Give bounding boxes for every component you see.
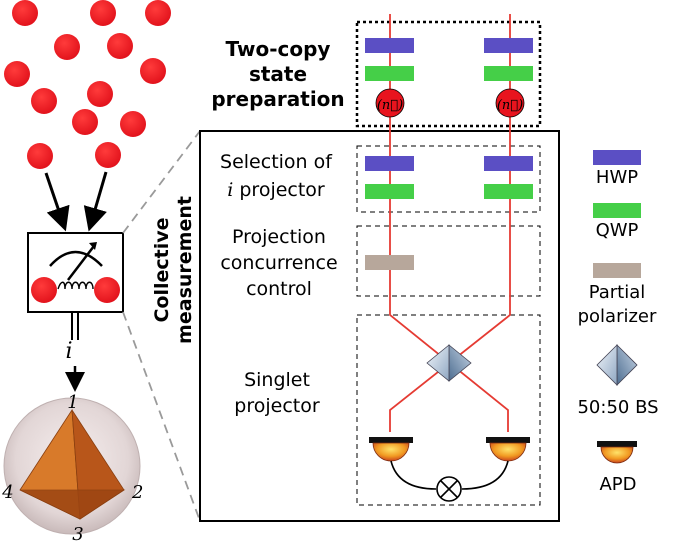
singlet-box: [356, 314, 541, 506]
photon: [140, 58, 166, 84]
source-label-right: (n⃗): [497, 98, 523, 113]
legend-label-bs: 50:50 BS: [577, 397, 658, 418]
collective-measurement-label: Collective measurement: [151, 196, 196, 344]
svg-text:Two-copy: Two-copy: [226, 37, 331, 61]
photon: [95, 142, 121, 168]
photon: [31, 277, 57, 303]
photon: [107, 33, 133, 59]
qwp-swatch: [484, 66, 533, 81]
legend-label-hwp: HWP: [596, 167, 638, 188]
legend-label-apd: APD: [599, 474, 636, 495]
legend-label-partial: Partial: [589, 282, 646, 303]
vertex-label-3: 3: [72, 524, 83, 545]
hwp-swatch: [484, 38, 533, 53]
selection-optics: [365, 156, 533, 199]
svg-text:i projector: i projector: [227, 179, 325, 201]
hwp-swatch: [593, 150, 641, 165]
source-left: [375, 88, 405, 118]
photon: [54, 34, 80, 60]
svg-text:preparation: preparation: [211, 87, 344, 111]
svg-text:measurement: measurement: [174, 196, 196, 344]
photon: [72, 109, 98, 135]
legend: HWP QWP Partial polarizer 50:50 BS APD: [577, 150, 659, 495]
prep-optics: (n⃗) (n⃗): [365, 38, 533, 118]
svg-text:Selection of: Selection of: [220, 151, 333, 173]
outcome-label: i: [65, 339, 72, 364]
source-right: [495, 88, 525, 118]
legend-label-qwp: QWP: [596, 220, 639, 241]
partial-polarizer: [365, 255, 414, 270]
source-label-left: (n⃗): [377, 98, 403, 113]
stage-boxes: [356, 145, 541, 506]
qwp-swatch: [365, 184, 414, 199]
photon-cloud: [4, 0, 171, 169]
input-arrows: [44, 171, 108, 232]
svg-text:Singlet: Singlet: [244, 369, 310, 391]
hwp-swatch: [484, 156, 533, 171]
apd-left: [369, 437, 413, 462]
photon: [90, 0, 116, 26]
concurrence-label: Projection concurrence control: [220, 226, 337, 300]
photon: [145, 0, 171, 26]
qwp-swatch: [593, 203, 641, 218]
partial-polarizer-swatch: [593, 263, 641, 278]
spring-icon: [57, 281, 94, 290]
photon: [31, 88, 57, 114]
svg-text:Collective: Collective: [151, 217, 173, 322]
vertex-label-1: 1: [67, 392, 78, 413]
svg-text:Projection: Projection: [232, 226, 326, 248]
bloch-sphere: 1 2 3 4: [1, 392, 143, 545]
beamsplitter-icon: [426, 344, 472, 382]
photon: [27, 143, 53, 169]
beamsplitter-icon: [596, 344, 638, 386]
photon: [87, 81, 113, 107]
svg-text:projector: projector: [234, 395, 320, 417]
apd-right: [486, 437, 530, 462]
zoom-guides: [122, 130, 201, 522]
coincidence-circuit: [390, 460, 509, 502]
vertex-label-2: 2: [131, 482, 143, 503]
arrow-right: [83, 171, 108, 232]
concurrence-box: [356, 225, 541, 297]
legend-label-polarizer: polarizer: [578, 306, 657, 327]
prep-title: Two-copy state preparation: [211, 37, 344, 111]
photon: [94, 277, 120, 303]
vertex-label-4: 4: [1, 482, 13, 503]
arrow-left: [44, 172, 70, 232]
svg-text:control: control: [246, 278, 312, 300]
singlet-label: Singlet projector: [234, 369, 320, 417]
svg-text:concurrence: concurrence: [220, 252, 337, 274]
qwp-swatch: [365, 66, 414, 81]
outcome-channel: i: [65, 313, 85, 392]
gauge-icon: [49, 242, 103, 281]
tetrahedron: [19, 408, 126, 520]
photon: [120, 111, 146, 137]
photon: [12, 0, 38, 26]
qwp-swatch: [484, 184, 533, 199]
measurement-device: [27, 232, 124, 313]
hwp-swatch: [365, 38, 414, 53]
selection-box: [356, 145, 541, 213]
svg-text:state: state: [249, 62, 307, 86]
selection-label: Selection of i projector: [220, 151, 333, 201]
apd-icon: [597, 441, 637, 464]
photon: [4, 61, 30, 87]
hwp-swatch: [365, 156, 414, 171]
